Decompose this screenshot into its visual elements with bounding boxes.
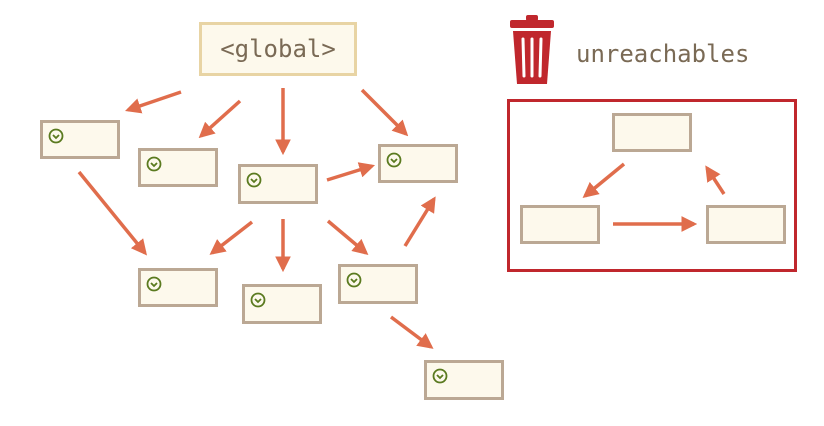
arrow — [705, 165, 726, 195]
trash-icon — [510, 15, 554, 84]
global-root-node: <global> — [199, 22, 357, 76]
reachable-object-node — [424, 360, 504, 400]
arrow — [125, 90, 182, 114]
global-label: <global> — [220, 35, 336, 63]
unreachable-object-node — [706, 205, 786, 244]
arrow — [389, 315, 434, 349]
arrow — [403, 196, 436, 247]
check-circle-icon — [146, 276, 162, 292]
check-circle-icon — [432, 368, 448, 384]
arrow — [360, 88, 409, 137]
check-circle-icon — [386, 152, 402, 168]
arrow — [209, 220, 254, 255]
reachable-object-node — [40, 120, 120, 159]
reachable-object-node — [338, 264, 418, 304]
unreachables-label: unreachables — [576, 40, 750, 68]
reachable-object-node — [138, 268, 218, 307]
unreachable-object-node — [520, 205, 600, 244]
check-circle-icon — [346, 272, 362, 288]
unreachables-bin — [507, 99, 797, 272]
arrow — [582, 162, 626, 198]
arrow — [77, 170, 147, 256]
check-circle-icon — [48, 128, 64, 144]
arrow — [198, 99, 242, 139]
reachable-object-node — [138, 148, 218, 187]
check-circle-icon — [246, 172, 262, 188]
check-circle-icon — [146, 156, 162, 172]
reachable-object-node — [378, 144, 458, 183]
arrow — [326, 162, 376, 182]
arrow — [326, 219, 369, 256]
reachable-object-node — [242, 284, 322, 324]
unreachable-object-node — [612, 113, 692, 152]
check-circle-icon — [250, 292, 266, 308]
reachable-object-node — [238, 164, 318, 204]
